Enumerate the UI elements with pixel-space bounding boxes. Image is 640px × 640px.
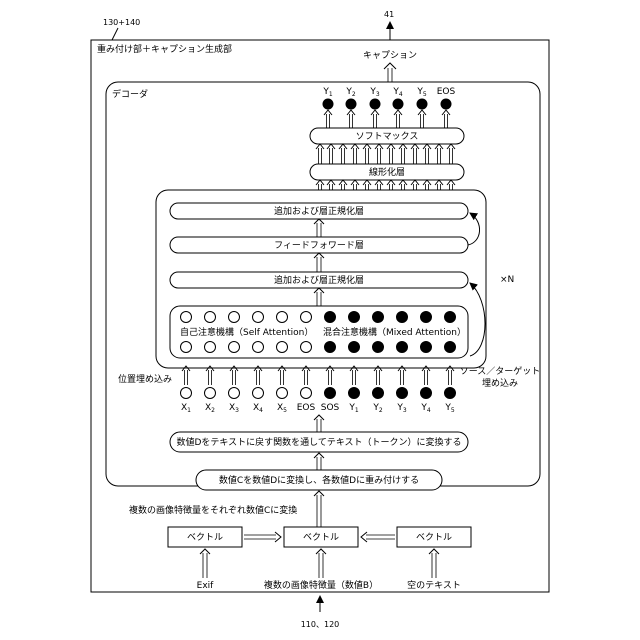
attention-circle: [445, 342, 456, 353]
output-token-circle: [346, 99, 357, 110]
attention-circle: [349, 342, 360, 353]
input-token-circle: [181, 388, 192, 399]
step-d-label: 数値Dをテキストに戻す関数を通してテキスト（トークン）に変換する: [176, 436, 461, 448]
attention-circle: [205, 312, 216, 323]
positional-embedding-label: 位置埋め込み: [118, 373, 172, 385]
attention-circle: [229, 312, 240, 323]
input-token-circle: [397, 388, 408, 399]
ref-main-unit-leader: [112, 28, 118, 40]
output-token-subscript: 2: [352, 91, 356, 98]
input-token-subscript: 2: [379, 407, 383, 414]
attention-circle: [373, 312, 384, 323]
input-token-circle: [229, 388, 240, 399]
softmax-label: ソフトマックス: [356, 131, 419, 142]
attention-circle: [445, 312, 456, 323]
addnorm-top-label: 追加および層正規化層: [274, 205, 364, 217]
output-token-subscript: 5: [423, 91, 427, 98]
output-token-subscript: 1: [329, 91, 333, 98]
input-token-subscript: 3: [235, 407, 239, 414]
ref-output: 41: [384, 10, 394, 19]
linear-label: 線形化層: [369, 166, 405, 178]
attention-circle: [301, 312, 312, 323]
attention-circle: [253, 342, 264, 353]
vector-right-label: ベクトル: [416, 532, 452, 543]
attention-circle: [421, 312, 432, 323]
output-token-circle: [323, 99, 334, 110]
convert-label: 複数の画像特徴量をそれぞれ数値Cに変換: [129, 504, 297, 516]
attention-circle: [253, 312, 264, 323]
output-token-circle: [370, 99, 381, 110]
ref-main-unit: 130+140: [103, 18, 140, 27]
attention-circle: [277, 312, 288, 323]
input-token-subscript: 1: [187, 407, 191, 414]
input-token-circle: [301, 388, 312, 399]
input-token-subscript: 3: [403, 407, 407, 414]
input-token-subscript: 2: [211, 407, 215, 414]
input-token-circle: [325, 388, 336, 399]
input-token-circle: [349, 388, 360, 399]
vector-left-label: ベクトル: [187, 532, 223, 543]
output-token-circle: [441, 99, 452, 110]
addnorm-mid-label: 追加および層正規化層: [274, 274, 364, 286]
output-token-circle: [393, 99, 404, 110]
mixed-attention-label: 混合注意機構（Mixed Attention）: [323, 326, 466, 338]
input-token-subscript: 1: [355, 407, 359, 414]
attention-circle: [349, 312, 360, 323]
attention-circle: [277, 342, 288, 353]
attention-circle: [301, 342, 312, 353]
attention-circle: [421, 342, 432, 353]
attention-circle: [325, 342, 336, 353]
features-label: 複数の画像特徴量（数値B）: [264, 579, 378, 591]
input-token-subscript: 5: [283, 407, 287, 414]
self-attention-label: 自己注意機構（Self Attention）: [180, 326, 313, 338]
input-token-circle: [445, 388, 456, 399]
feedforward-label: フィードフォワード層: [274, 240, 364, 251]
input-token-subscript: 5: [451, 407, 455, 414]
source-target-label-1: ソース／ターゲット: [460, 365, 541, 377]
attention-circle: [229, 342, 240, 353]
input-token-circle: [277, 388, 288, 399]
times-n-label: ×N: [500, 275, 514, 285]
input-token-label: SOS: [321, 403, 340, 413]
input-token-circle: [205, 388, 216, 399]
output-token-subscript: 3: [376, 91, 380, 98]
step-c-label: 数値Cを数値Dに変換し、各数値Dに重み付けする: [219, 474, 419, 486]
attention-circle: [373, 342, 384, 353]
attention-circle: [181, 312, 192, 323]
input-token-circle: [253, 388, 264, 399]
decoder-label: デコーダ: [112, 88, 148, 100]
input-token-circle: [421, 388, 432, 399]
input-token-circle: [373, 388, 384, 399]
exif-label: Exif: [197, 581, 215, 591]
input-token-label: EOS: [297, 403, 316, 413]
attention-circle: [325, 312, 336, 323]
caption-label: キャプション: [363, 50, 417, 61]
attention-circle: [397, 312, 408, 323]
attention-circle: [181, 342, 192, 353]
input-token-subscript: 4: [427, 407, 431, 414]
vector-center-label: ベクトル: [303, 532, 339, 543]
empty-text-label: 空のテキスト: [407, 579, 461, 591]
attention-circle: [205, 342, 216, 353]
input-token-subscript: 4: [259, 407, 263, 414]
output-token-circle: [417, 99, 428, 110]
source-target-label-2: 埋め込み: [482, 378, 518, 389]
output-token-label: EOS: [437, 87, 456, 97]
ref-input: 110、120: [301, 620, 340, 629]
attention-circle: [397, 342, 408, 353]
outer-title: 重み付け部＋キャプション生成部: [97, 43, 232, 55]
output-token-subscript: 4: [399, 91, 403, 98]
